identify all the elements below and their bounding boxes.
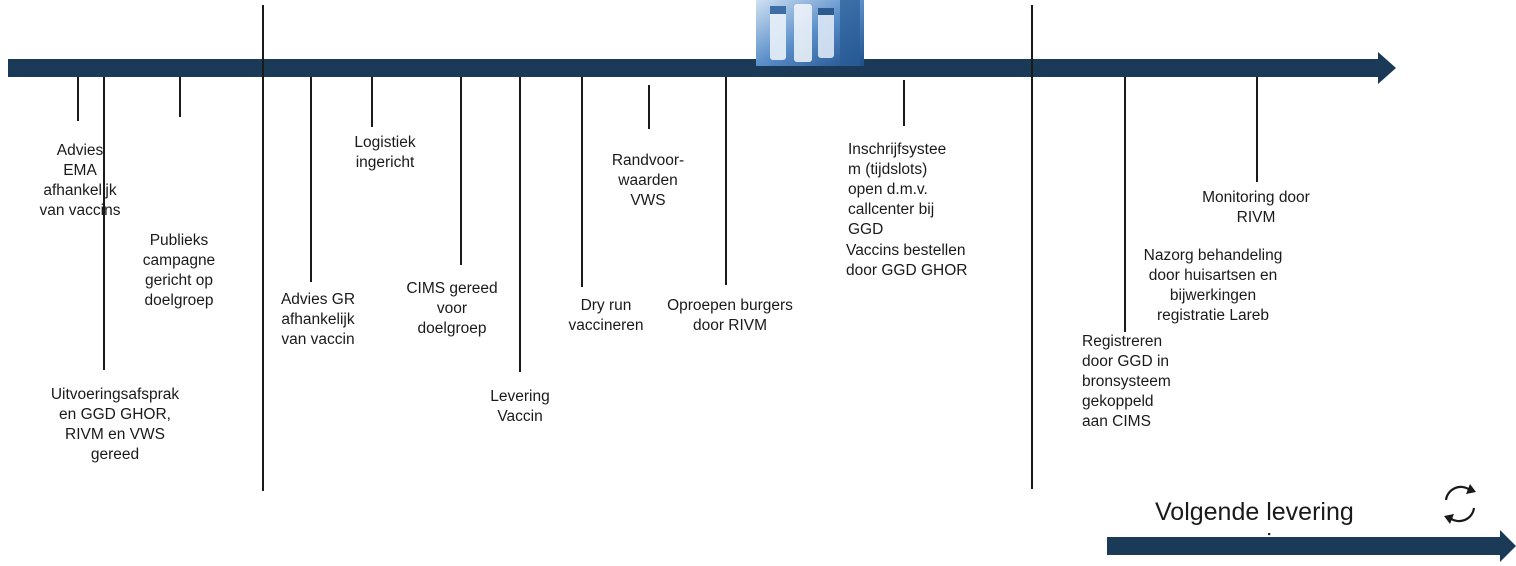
label-vaccins-bestellen: Vaccins bestellen door GGD GHOR: [846, 242, 968, 279]
phase-separator-2: [1031, 5, 1033, 489]
tick-advies-ema: [77, 77, 79, 121]
phase-separator-1: [262, 5, 264, 491]
label-logistiek: Logistiek ingericht: [354, 134, 416, 171]
tick-levering: [519, 77, 521, 372]
label-inschrijfsysteem: Inschrijfsystee m (tijdslots) open d.m.v…: [848, 141, 947, 238]
tick-uitvoeringsafspraken: [103, 77, 105, 370]
tick-dry-run: [581, 77, 583, 287]
tick-advies-gr: [310, 77, 312, 282]
tick-monitoring: [1256, 77, 1258, 182]
label-uitvoeringsafspraken: Uitvoeringsafsprak en GGD GHOR, RIVM en …: [50, 386, 180, 463]
label-registreren: Registreren door GGD in bronsysteem geko…: [1082, 333, 1171, 430]
label-levering: Levering Vaccin: [490, 388, 550, 425]
label-dry-run: Dry run vaccineren: [568, 297, 644, 334]
label-oproepen: Oproepen burgers door RIVM: [667, 297, 793, 334]
tick-logistiek: [371, 77, 373, 127]
label-monitoring: Monitoring door RIVM: [1202, 189, 1310, 226]
next-delivery-label: Volgende levering: [1155, 498, 1354, 526]
tick-randvoorwaarden: [648, 85, 650, 129]
tick-inschrijfsysteem: [903, 80, 905, 126]
tick-cims: [460, 77, 462, 265]
vaccine-photo: [756, 0, 864, 66]
next-delivery-label-continued: vaccins: [1215, 528, 1298, 537]
label-randvoorwaarden: Randvoor- waarden VWS: [611, 152, 685, 209]
label-nazorg: Nazorg behandeling door huisartsen en bi…: [1143, 247, 1283, 324]
tick-registreren: [1124, 77, 1126, 332]
label-advies-gr: Advies GR afhankelijk van vaccin: [280, 291, 356, 348]
label-advies-ema: Advies EMA afhankelijk van vaccins: [39, 142, 121, 219]
refresh-cycle-icon: [1444, 484, 1476, 524]
tick-oproepen: [725, 77, 727, 285]
tick-publiekscampagne: [179, 77, 181, 117]
label-publiekscampagne: Publieks campagne gericht op doelgroep: [142, 232, 216, 309]
label-cims: CIMS gereed voor doelgroep: [406, 280, 498, 337]
next-delivery-arrow: [1107, 537, 1502, 555]
